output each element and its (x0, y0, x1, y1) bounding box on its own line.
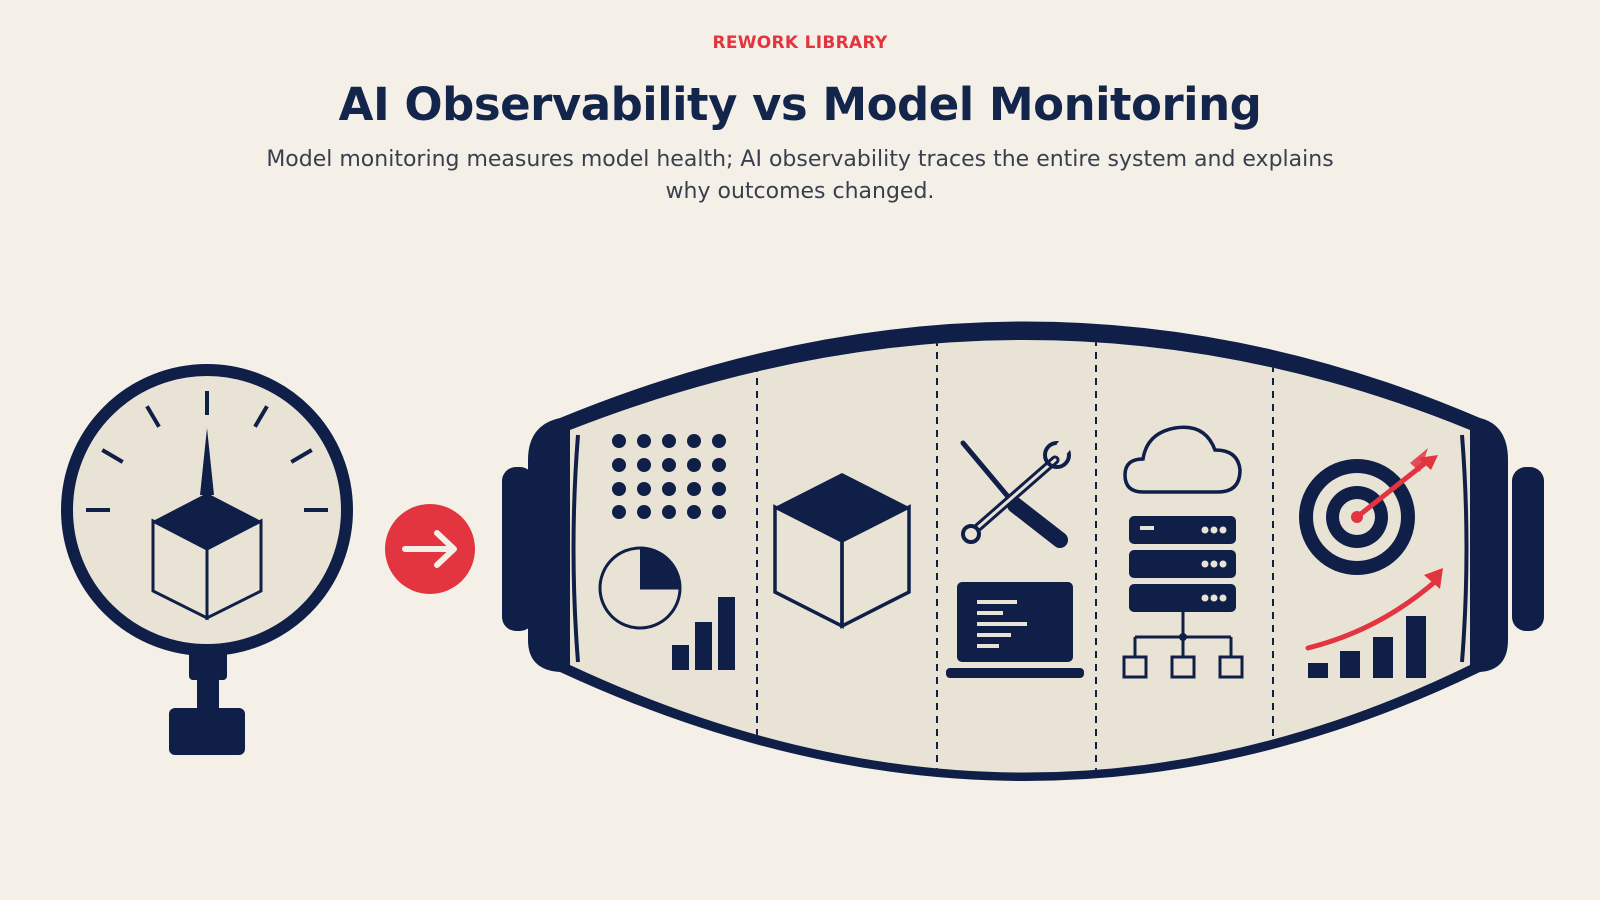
observability-capsule (502, 321, 1544, 781)
target-and-growth-chart-icon (1299, 448, 1443, 678)
data-dots-and-charts-icon (598, 434, 735, 670)
tools-and-laptop-code-icon (946, 436, 1084, 678)
gauge-with-model-cube-icon (61, 364, 353, 755)
arrow-right-icon (385, 504, 475, 594)
eyebrow-label: REWORK LIBRARY (712, 33, 888, 53)
cloud-server-network-icon (1122, 425, 1244, 679)
page-title: AI Observability vs Model Monitoring (338, 78, 1262, 131)
page-subtitle: Model monitoring measures model health; … (266, 147, 1334, 204)
model-cube-icon (773, 473, 911, 629)
